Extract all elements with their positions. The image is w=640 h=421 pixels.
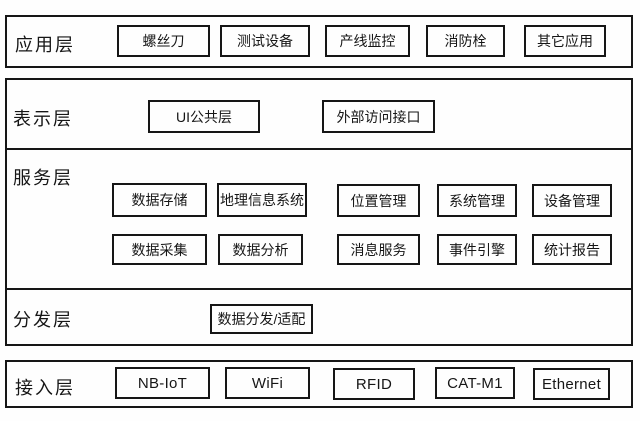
service-item-event-engine: 事件引擎	[437, 234, 517, 265]
service-item-data-collection: 数据采集	[112, 234, 207, 265]
service-layer-label: 服务层	[13, 168, 73, 188]
access-item-wifi: WiFi	[225, 367, 310, 399]
layer-access: 接入层	[5, 360, 633, 408]
access-item-ethernet: Ethernet	[533, 368, 610, 400]
app-item-production-line-monitoring: 产线监控	[325, 25, 410, 57]
service-item-device-management: 设备管理	[532, 184, 612, 217]
presentation-item-external-access-interface: 外部访问接口	[322, 100, 435, 133]
app-item-test-equipment: 测试设备	[220, 25, 310, 57]
distribution-item-data-distribution-adaptation: 数据分发/适配	[210, 304, 313, 334]
app-item-other-applications: 其它应用	[524, 25, 606, 57]
layer-middle-stack	[5, 78, 633, 346]
service-item-location-management: 位置管理	[337, 184, 420, 217]
access-item-cat-m1: CAT-M1	[435, 367, 515, 399]
presentation-layer-label: 表示层	[13, 109, 73, 129]
app-item-fire-hydrant: 消防栓	[426, 25, 505, 57]
app-item-screwdriver: 螺丝刀	[117, 25, 210, 57]
access-item-rfid: RFID	[333, 368, 415, 400]
service-distribution-divider	[7, 288, 631, 290]
presentation-service-divider	[7, 148, 631, 150]
distribution-layer-label: 分发层	[13, 310, 73, 330]
service-item-message-service: 消息服务	[337, 234, 420, 265]
presentation-item-ui-common-layer: UI公共层	[148, 100, 260, 133]
service-item-system-management: 系统管理	[437, 184, 517, 217]
access-layer-label: 接入层	[15, 378, 75, 398]
service-item-statistics-report: 统计报告	[532, 234, 612, 265]
service-item-data-analysis: 数据分析	[218, 234, 303, 265]
service-item-gis: 地理信息系统	[217, 183, 307, 217]
access-item-nb-iot: NB-IoT	[115, 367, 210, 399]
application-layer-label: 应用层	[15, 35, 75, 55]
service-item-data-storage: 数据存储	[112, 183, 207, 217]
